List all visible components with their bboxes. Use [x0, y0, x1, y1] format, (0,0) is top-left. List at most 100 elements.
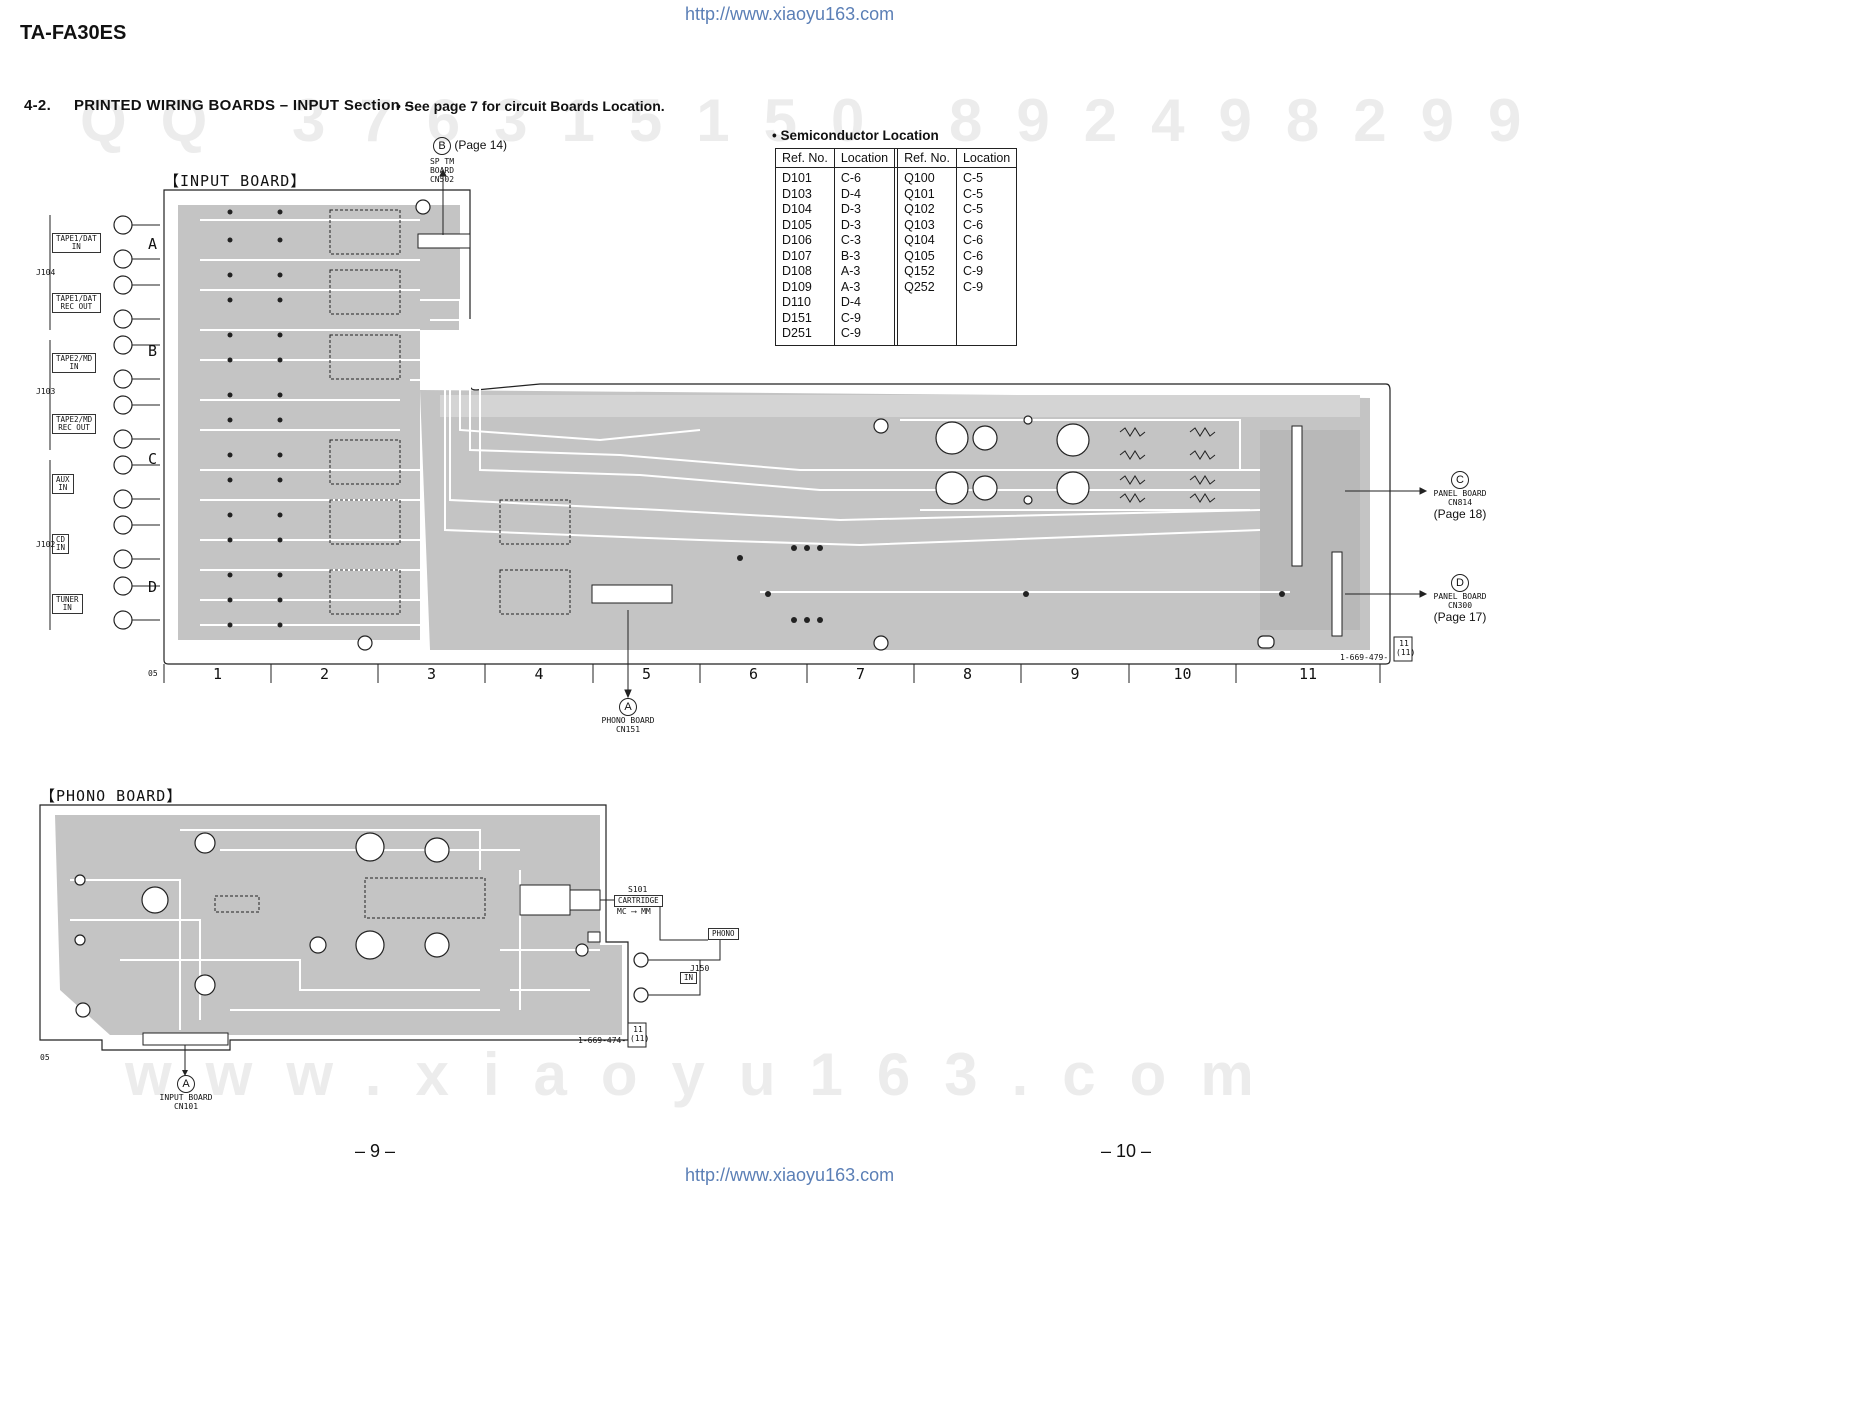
column-number: 11: [1298, 665, 1318, 683]
jack-group-j102: J102: [36, 540, 56, 549]
semiconductor-location: C-6: [955, 233, 1018, 249]
phono-label: PHONO: [708, 928, 739, 940]
connector-d-letter: D: [1451, 574, 1469, 592]
phono-corner-label: 05: [40, 1053, 50, 1062]
zone-letter-a: A: [148, 235, 158, 253]
connector-d-target: PANEL BOARD: [1433, 592, 1487, 601]
zone-letter-c: C: [148, 450, 158, 468]
cn151: [142, 1032, 229, 1046]
semiconductor-location: A-3: [833, 264, 896, 280]
input-revision: 11 (11): [1396, 639, 1416, 657]
jack-label-line1: TAPE1/DAT: [56, 294, 97, 303]
connector-b-page: (Page 14): [454, 138, 508, 152]
semiconductor-location: C-6: [955, 248, 1018, 264]
jack-label-line2: IN: [56, 543, 66, 552]
jack-label-line1: TAPE2/MD: [56, 354, 93, 363]
url-bottom[interactable]: http://www.xiaoyu163.com: [685, 1165, 895, 1185]
input-revision-2: (11): [1396, 648, 1416, 657]
jack-label-line2: REC OUT: [58, 423, 90, 432]
input-board-number: 1-669-479-: [1340, 653, 1389, 662]
zone-letter-b: B: [148, 342, 158, 360]
phono-capacitors: [74, 832, 649, 1018]
jack-label-line2: IN: [58, 483, 68, 492]
phono-revision-2: (11): [630, 1034, 650, 1043]
column-ruler: [163, 664, 1381, 683]
switch-knob: [569, 889, 601, 911]
input-revision-1: 11: [1399, 639, 1409, 648]
connector-b: B (Page 14): [433, 137, 507, 155]
semiconductor-ref: D108: [775, 264, 835, 280]
connector-a-phono-target: INPUT BOARD: [159, 1093, 213, 1102]
connector-b-target: SP TM BOARD CN502: [418, 157, 466, 184]
jack-group-j103: J103: [36, 387, 56, 396]
revision-box: [1393, 636, 1413, 662]
mounting-holes: [357, 199, 1275, 651]
jack-label-line2: IN: [71, 242, 81, 251]
semiconductor-ref: D106: [775, 233, 835, 249]
semiconductor-location: B-3: [833, 248, 896, 264]
page-number-right: – 10 –: [1101, 1141, 1152, 1161]
bullet-icon: •: [772, 128, 781, 143]
model-name: TA-FA30ES: [20, 22, 127, 44]
jack-label-line1: TAPE1/DAT: [56, 234, 97, 243]
jack-sockets: [113, 215, 133, 630]
phono-board-label: 【PHONO BOARD】: [40, 787, 183, 805]
column-number: 5: [641, 665, 652, 683]
col-location: Location: [955, 148, 1018, 168]
column-number: 7: [855, 665, 866, 683]
column-number: 10: [1173, 665, 1192, 683]
connector-a-cn: CN151: [615, 725, 641, 734]
page-number-left: – 9 –: [355, 1141, 396, 1161]
connector-strips: [417, 233, 1343, 637]
semiconductor-location: D-3: [833, 217, 896, 233]
jack-label-line1: CD: [56, 535, 66, 544]
input-board-label: 【INPUT BOARD】: [164, 172, 307, 190]
column-number: 8: [962, 665, 973, 683]
phono-revision-1: 11: [633, 1025, 643, 1034]
resistors: [1119, 427, 1216, 503]
jack-label-line2: REC OUT: [60, 302, 93, 311]
section-heading: 4-2. PRINTED WIRING BOARDS – INPUT Secti…: [24, 97, 413, 114]
url-top[interactable]: http://www.xiaoyu163.com: [685, 4, 895, 24]
jack-group-j104: J104: [36, 268, 56, 277]
semiconductor-ref: Q102: [897, 202, 957, 218]
column-number: 4: [534, 665, 544, 683]
semiconductor-ref: Q105: [897, 248, 957, 264]
semiconductor-location: C-5: [955, 167, 1018, 187]
semiconductor-ref: D103: [775, 186, 835, 202]
semiconductor-ref: D101: [775, 167, 835, 187]
semiconductor-location: C-5: [955, 186, 1018, 202]
switch-label: CARTRIDGE: [614, 895, 663, 907]
connector-a-letter: A: [619, 698, 637, 716]
zone-letter-d: D: [148, 578, 158, 596]
section-title: PRINTED WIRING BOARDS – INPUT Section –: [74, 97, 414, 114]
phono-board-number: 1-669-474-: [578, 1036, 627, 1045]
jack-label-line2: IN: [62, 603, 72, 612]
connector-c-cn: CN814: [1447, 498, 1473, 507]
phono-jack-ref: J150: [690, 964, 710, 973]
connector-c: C PANEL BOARD CN814 (Page 18): [1424, 470, 1496, 521]
semiconductor-ref: D105: [775, 217, 835, 233]
jack-lines: [49, 215, 160, 630]
semiconductor-location: A-3: [833, 279, 896, 295]
phono-revision: 11 (11): [630, 1025, 650, 1043]
connector-c-target: PANEL BOARD: [1433, 489, 1487, 498]
input-corner-label: 05: [148, 669, 158, 678]
semiconductor-location: C-3: [833, 233, 896, 249]
jack-label-line2: IN: [69, 362, 79, 371]
capacitors: [935, 415, 1090, 505]
pcb-traces: [200, 219, 1290, 626]
